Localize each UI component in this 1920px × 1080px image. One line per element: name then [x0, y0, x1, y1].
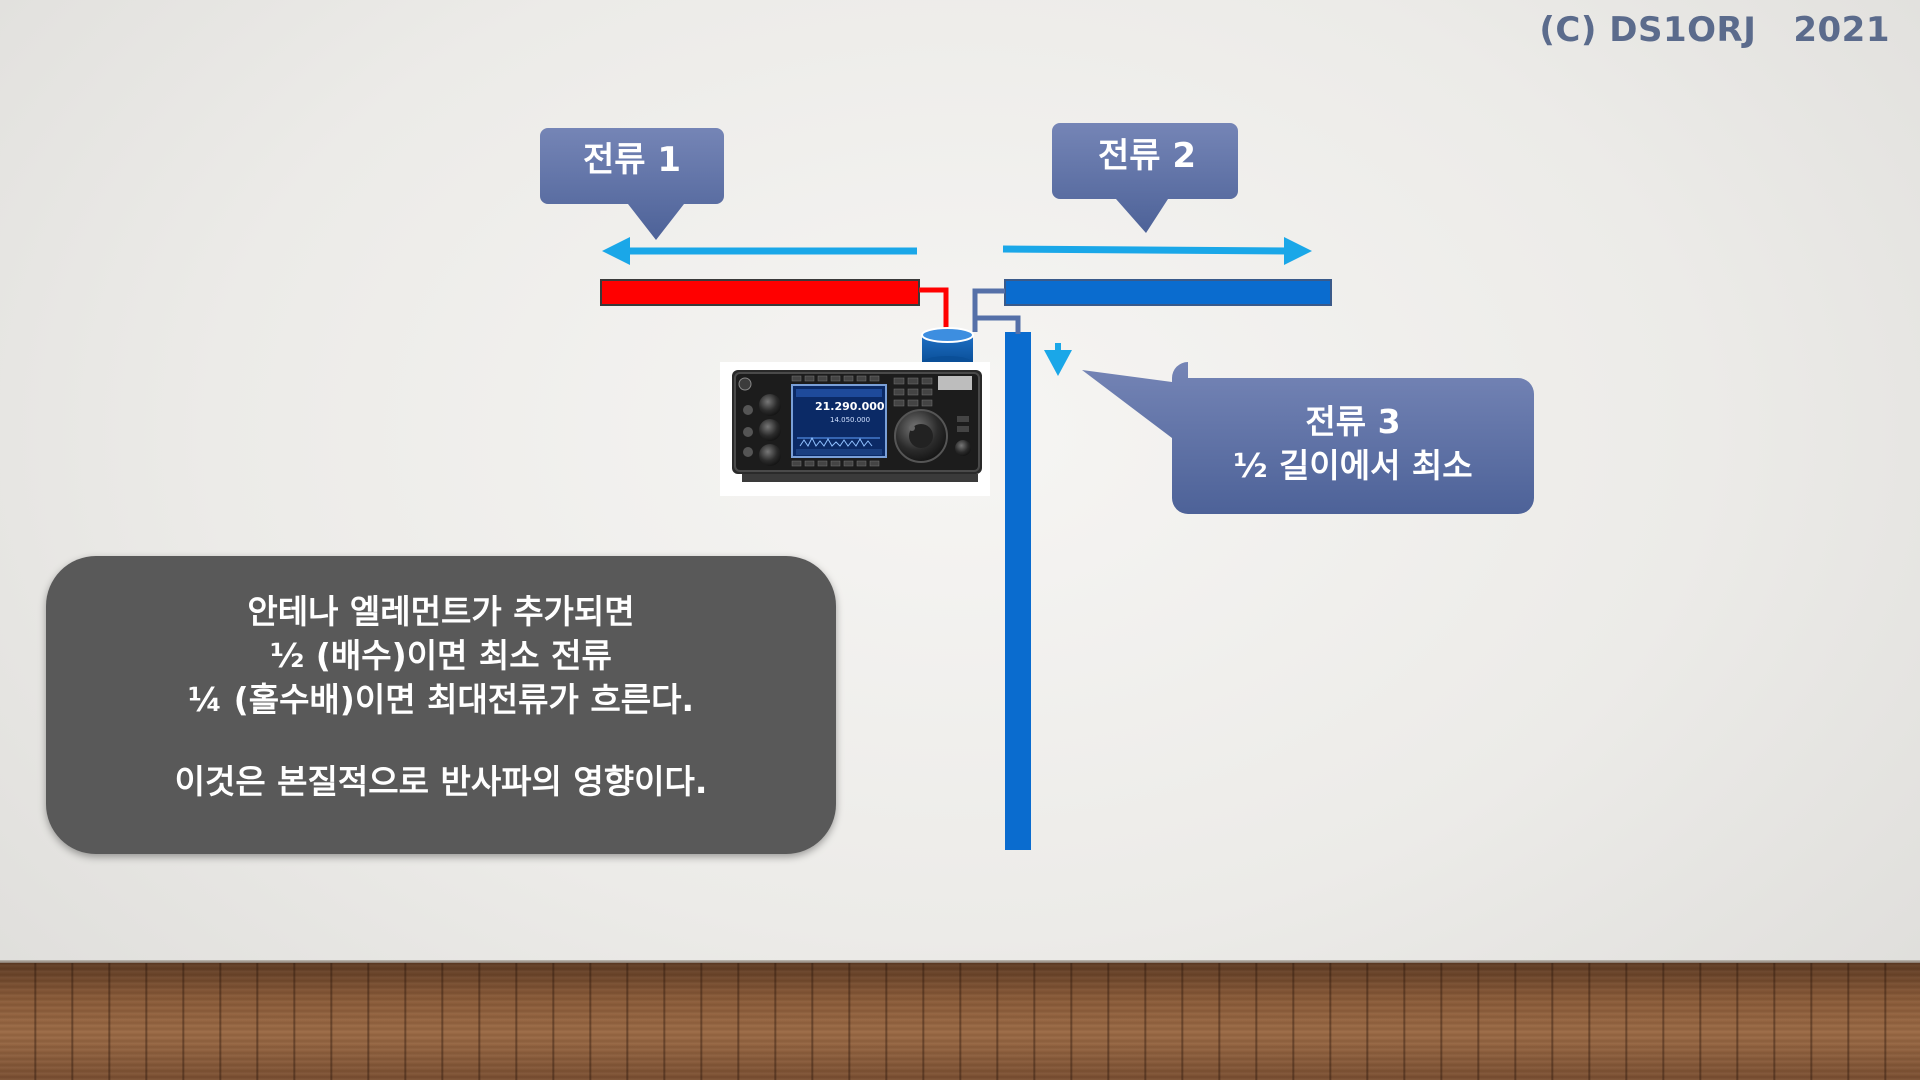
antenna-element-blue-horizontal	[1004, 279, 1332, 306]
note-line-4: 이것은 본질적으로 반사파의 영향이다.	[174, 762, 708, 801]
current-2-label: 전류 2	[1097, 136, 1197, 176]
callout-current-3	[1082, 362, 1534, 514]
current-3-subtitle: ½ 길이에서 최소	[1233, 446, 1473, 485]
note-box	[46, 556, 836, 854]
arrow-current-3	[1044, 343, 1072, 376]
antenna-element-red	[600, 279, 920, 306]
note-spacer	[46, 722, 836, 760]
arrow-current-1	[602, 237, 917, 265]
antenna-element-blue-vertical	[1005, 332, 1031, 850]
callout-current-1	[540, 128, 724, 240]
callout-current-2	[1052, 123, 1238, 233]
copyright-text: (C) DS1ORJ 2021	[1539, 10, 1890, 50]
current-3-label: 전류 3 ½ 길이에서 최소	[1178, 400, 1528, 488]
feed-wire-blue-vertical	[975, 315, 1021, 334]
note-line-3: ¼ (홀수배)이면 최대전류가 흐른다.	[187, 680, 694, 719]
current-1-label: 전류 1	[582, 140, 682, 180]
radio-main-frequency: 21.290.000	[815, 400, 885, 413]
feed-wire-blue-top	[972, 288, 1005, 332]
arrow-current-2	[1002, 237, 1312, 265]
wooden-floor	[0, 963, 1920, 1080]
feed-wire-red	[919, 287, 949, 330]
coax-connector	[921, 327, 974, 370]
radio-sub-frequency: 14.050.000	[830, 416, 870, 424]
transceiver-radio: 21.290.000 14.050.000	[720, 362, 990, 496]
note-text: 안테나 엘레먼트가 추가되면 ½ (배수)이면 최소 전류 ¼ (홀수배)이면 …	[46, 590, 836, 804]
note-line-1: 안테나 엘레먼트가 추가되면	[247, 592, 635, 631]
current-3-title: 전류 3	[1305, 402, 1401, 441]
note-line-2: ½ (배수)이면 최소 전류	[270, 636, 612, 675]
